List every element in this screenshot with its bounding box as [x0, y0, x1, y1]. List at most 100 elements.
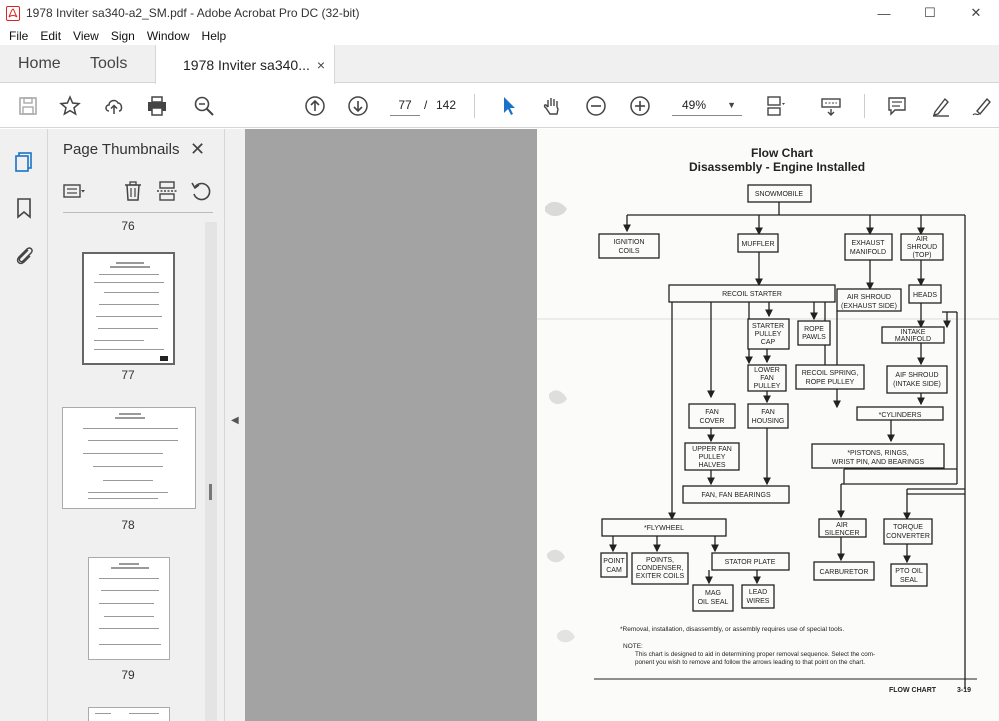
- flow-box-labels: SNOWMOBILE IGNITION COILS MUFFLER EXHAUS…: [603, 191, 941, 606]
- label-pulley: PULLEY: [755, 331, 782, 338]
- keyboard-icon: [821, 98, 841, 116]
- thumbnail-page-number: 76: [121, 219, 135, 233]
- close-panel-icon[interactable]: ✕: [190, 139, 206, 159]
- bookmarks-icon[interactable]: [13, 197, 35, 219]
- sign-button[interactable]: [970, 94, 994, 118]
- label-carburetor: CARBURETOR: [820, 569, 869, 576]
- comment-button[interactable]: [885, 94, 909, 118]
- chevron-down-icon: ▼: [727, 99, 736, 110]
- thumb-line: [119, 563, 139, 565]
- thumb-line: [119, 413, 141, 415]
- tab-bar: Home Tools 1978 Inviter sa340... ×: [0, 45, 999, 84]
- label-starter: STARTER: [752, 323, 784, 330]
- label-exhaust: EXHAUST: [851, 240, 885, 247]
- thumbnail-page-number: 77: [121, 368, 135, 382]
- thumb-line: [99, 628, 159, 629]
- zoom-out-button[interactable]: [584, 94, 608, 118]
- scrollbar-thumb[interactable]: [209, 484, 212, 500]
- thumb-line: [83, 428, 178, 429]
- page-fit-button[interactable]: [763, 94, 787, 118]
- trash-icon[interactable]: [121, 179, 145, 203]
- page-number-input[interactable]: 77: [390, 94, 420, 116]
- zoom-level-select[interactable]: 49% ▼: [672, 94, 742, 116]
- label-cap: CAP: [761, 339, 776, 346]
- label-points: POINTS,: [646, 557, 674, 564]
- box-pistons: [811, 443, 945, 469]
- select-tool-button[interactable]: [497, 94, 521, 118]
- thumb-line: [111, 567, 149, 569]
- menu-sign[interactable]: Sign: [110, 28, 135, 43]
- collapse-panel-icon[interactable]: ◀: [231, 415, 239, 426]
- label-recoil-starter: RECOIL STARTER: [722, 291, 782, 298]
- close-window-button[interactable]: ✕: [970, 5, 982, 20]
- box-ignition-coils: [598, 233, 660, 259]
- label-recoil-spring: RECOIL SPRING,: [802, 370, 859, 377]
- thumb-line: [99, 304, 159, 305]
- options-menu-icon[interactable]: [62, 179, 86, 203]
- document-viewer[interactable]: Flow Chart Disassembly - Engine Installe…: [245, 129, 999, 721]
- box-flywheel: [601, 518, 727, 537]
- minus-circle-icon: [586, 96, 606, 116]
- thumbnail-page-78[interactable]: [62, 407, 196, 509]
- tab-document[interactable]: 1978 Inviter sa340... ×: [155, 45, 335, 84]
- label-lower-pulley: PULLEY: [754, 383, 781, 390]
- page-separator: /: [424, 98, 428, 112]
- thumbnail-scrollbar[interactable]: [205, 222, 217, 721]
- toolbar-divider: [864, 94, 865, 118]
- hand-tool-button[interactable]: [540, 94, 564, 118]
- flow-lines: [609, 202, 966, 689]
- title-bar: 1978 Inviter sa340-a2_SM.pdf - Adobe Acr…: [0, 0, 999, 26]
- thumb-mark: [160, 356, 168, 361]
- page-thumbnails-icon[interactable]: [13, 151, 35, 173]
- box-air-silencer: [818, 518, 867, 538]
- rotate-icon[interactable]: [189, 179, 213, 203]
- zoom-in-button[interactable]: [628, 94, 652, 118]
- thumbnail-page-77[interactable]: [79, 249, 178, 368]
- label-coils: COILS: [618, 248, 639, 255]
- highlight-button[interactable]: [929, 94, 953, 118]
- tab-home[interactable]: Home: [18, 55, 61, 72]
- label-converter: CONVERTER: [886, 533, 930, 540]
- label-pistons: *PISTONS, RINGS,: [847, 450, 908, 457]
- zoom-search-button[interactable]: [192, 94, 216, 118]
- label-aif-shroud: AIF SHROUD: [895, 372, 938, 379]
- box-carburetor: [813, 561, 875, 581]
- thumb-line: [99, 578, 159, 579]
- attachments-icon[interactable]: [13, 244, 35, 266]
- insert-page-icon[interactable]: [155, 179, 179, 203]
- keyboard-button[interactable]: [819, 94, 843, 118]
- thumbnail-page-number: 78: [121, 518, 135, 532]
- thumbnail-toolbar: [48, 177, 224, 207]
- menu-edit[interactable]: Edit: [40, 28, 62, 43]
- thumbnail-page-number: 79: [121, 668, 135, 682]
- label-lower: LOWER: [754, 367, 780, 374]
- previous-page-button[interactable]: [303, 94, 327, 118]
- bookmark-star-button[interactable]: [58, 94, 82, 118]
- thumbnail-page-80[interactable]: [88, 707, 170, 721]
- label-fan-bearings: FAN, FAN BEARINGS: [701, 492, 771, 499]
- upload-button[interactable]: [102, 94, 126, 118]
- save-button[interactable]: [16, 94, 40, 118]
- pen-icon: [932, 97, 949, 117]
- menu-window[interactable]: Window: [146, 28, 190, 43]
- print-button[interactable]: [145, 94, 169, 118]
- star-icon: [59, 95, 81, 116]
- box-recoil-starter: [668, 284, 836, 303]
- menu-help[interactable]: Help: [201, 28, 227, 43]
- label-fan-housing-1: FAN: [761, 409, 775, 416]
- next-page-button[interactable]: [346, 94, 370, 118]
- close-tab-icon[interactable]: ×: [316, 56, 325, 73]
- menu-view[interactable]: View: [73, 28, 99, 43]
- menu-file[interactable]: File: [9, 28, 29, 43]
- label-heads: HEADS: [913, 292, 937, 299]
- thumbnail-page-79[interactable]: [88, 557, 170, 660]
- minimize-button[interactable]: —: [877, 5, 891, 21]
- maximize-button[interactable]: ☐: [924, 5, 936, 20]
- plus-circle-icon: [630, 96, 650, 116]
- tab-tools[interactable]: Tools: [90, 55, 128, 72]
- panel-splitter[interactable]: ◀: [225, 129, 245, 721]
- label-exhaust-manifold: MANIFOLD: [850, 249, 886, 256]
- box-air-shroud-exhaust: [836, 288, 902, 312]
- arrow-up-circle-icon: [305, 96, 325, 116]
- thumb-line: [99, 274, 159, 275]
